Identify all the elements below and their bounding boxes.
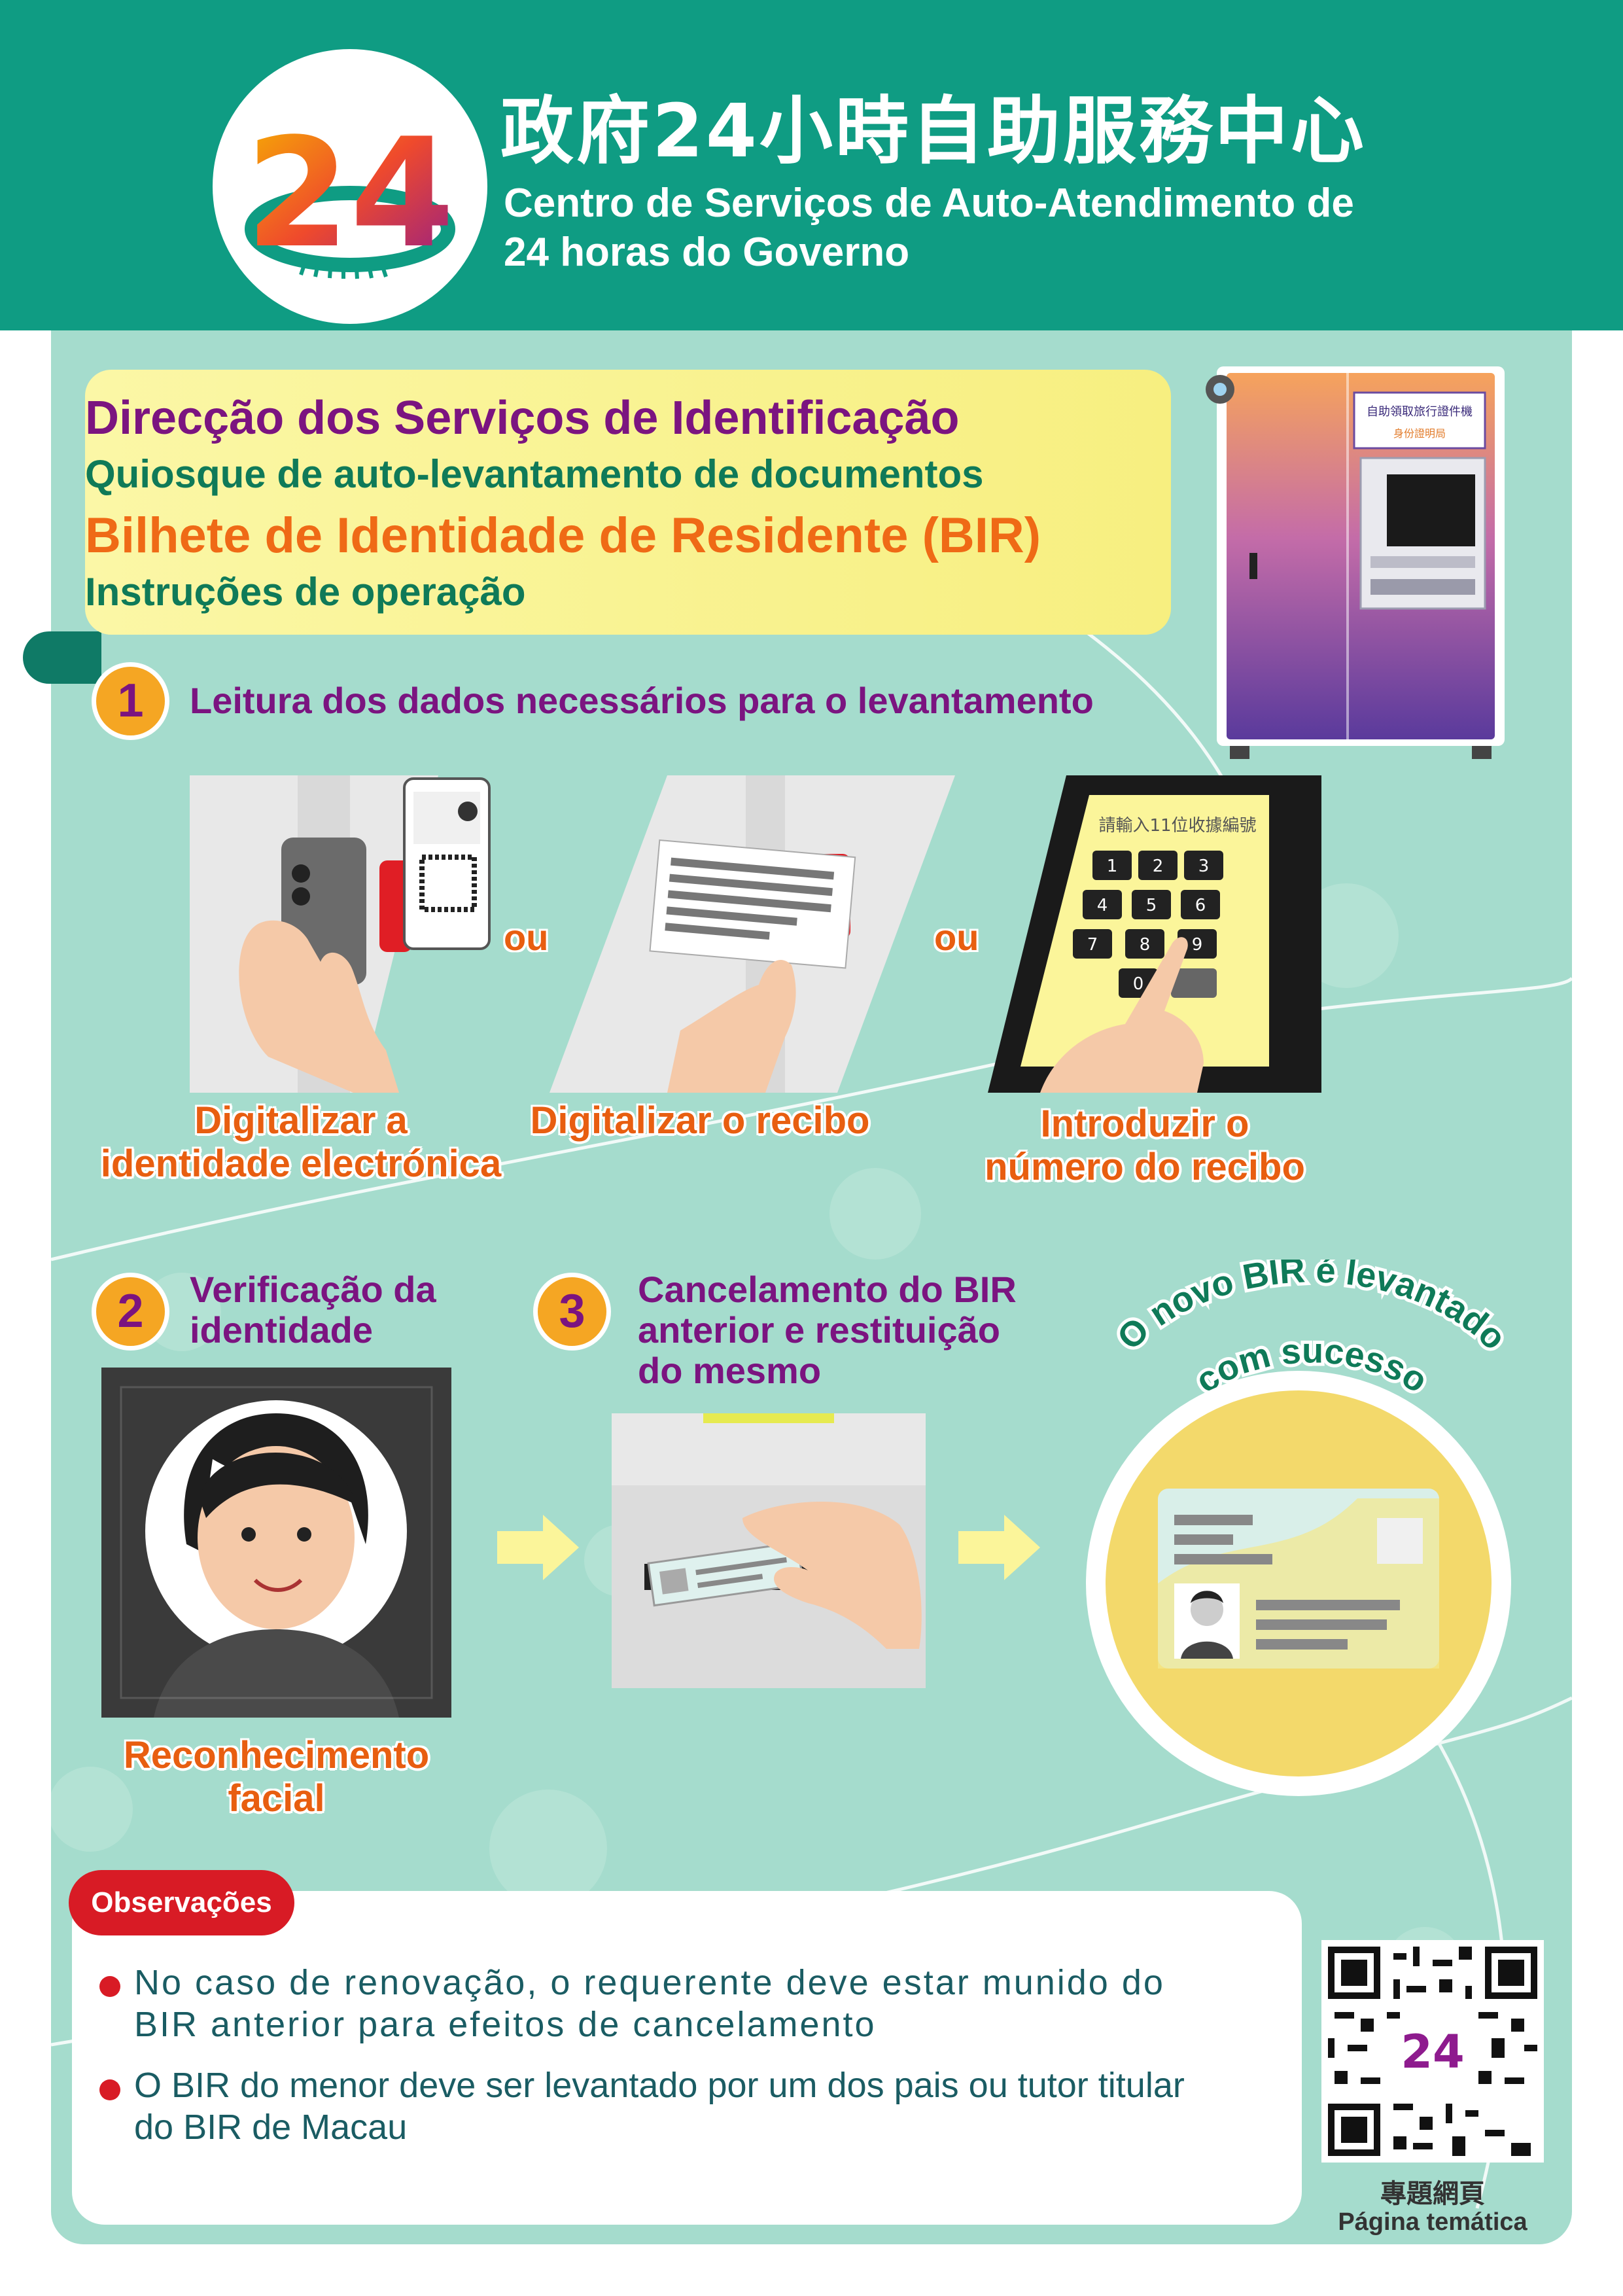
caption-enter-number-line1: Introduzir o — [1040, 1103, 1249, 1145]
note-item: O BIR do menor deve ser levantado por um… — [134, 2064, 1272, 2148]
caption-scan-eid-line1: Digitalizar a — [194, 1099, 408, 1142]
step2-label-line2: identidade — [190, 1309, 374, 1351]
kiosk-icon: 自助領取旅行證件機 身份證明局 — [1206, 366, 1505, 759]
note-item-line2: BIR anterior para efeitos de cancelament… — [134, 2005, 877, 2044]
caption-scan-receipt-line1: Digitalizar o recibo — [530, 1099, 870, 1142]
caption-scan-eid: Digitalizar a identidade electrónica — [85, 1099, 517, 1186]
or-label-2: ou — [934, 917, 979, 958]
bullet-icon — [99, 1976, 120, 1997]
note-item-line1: No caso de renovação, o requerente deve … — [134, 1963, 1165, 2002]
svg-text:8: 8 — [1140, 935, 1151, 955]
24-logo-icon: 24 — [245, 107, 455, 281]
step3-label: Cancelamento do BIR anterior e restituiç… — [638, 1269, 1017, 1391]
success-arc-text: O novo BIR é levantado com sucesso — [1083, 1247, 1541, 1430]
step2-label-line1: Verificação da — [190, 1269, 436, 1310]
card-slot-icon — [612, 1413, 926, 1688]
header-title-zh: 政府24小時自助服務中心 — [500, 89, 1367, 174]
step1-label: Leitura dos dados necessários para o lev… — [190, 680, 1094, 721]
svg-text:24: 24 — [245, 107, 455, 281]
step3-number: 3 — [533, 1273, 611, 1351]
step2-label: Verificação da identidade — [190, 1269, 436, 1351]
id-card-icon — [1086, 1371, 1511, 1796]
card-return-illustration — [612, 1413, 926, 1688]
success-title: O novo BIR é levantado com sucesso — [1106, 1247, 1516, 1404]
scan-receipt-illustration — [550, 775, 955, 1093]
svg-text:24: 24 — [1401, 2025, 1464, 2079]
instructions-title: Instruções de operação — [85, 570, 526, 614]
document-title: Bilhete de Identidade de Residente (BIR) — [85, 508, 1041, 563]
step3-label-line1: Cancelamento do BIR — [638, 1269, 1017, 1310]
caption-facial-line2: facial — [228, 1777, 325, 1820]
caption-scan-receipt: Digitalizar o recibo — [517, 1099, 883, 1142]
svg-text:4: 4 — [1097, 896, 1108, 915]
bullet-icon — [99, 2079, 120, 2100]
facial-recognition-illustration — [101, 1368, 451, 1718]
success-card-illustration — [1083, 1368, 1514, 1799]
title-box — [85, 370, 1171, 635]
svg-text:請輸入11位收據編號: 請輸入11位收據編號 — [1098, 816, 1256, 836]
arrow-right-icon — [958, 1515, 1040, 1580]
logo: 24 — [213, 49, 487, 324]
svg-text:6: 6 — [1195, 896, 1206, 915]
step2-number: 2 — [92, 1273, 169, 1351]
qr-label-zh: 專題網頁 — [1380, 2179, 1485, 2209]
svg-text:7: 7 — [1087, 935, 1098, 955]
notes-heading: Observações — [69, 1870, 294, 1935]
note-item-line1: O BIR do menor deve ser levantado por um… — [134, 2066, 1185, 2105]
svg-text:0: 0 — [1133, 974, 1144, 994]
kiosk-title: Quiosque de auto-levantamento de documen… — [85, 452, 984, 496]
step1-number: 1 — [92, 662, 169, 740]
caption-facial: Reconhecimento facial — [98, 1734, 455, 1820]
svg-text:3: 3 — [1198, 857, 1210, 876]
qr-label-pt: Página temática — [1338, 2208, 1527, 2236]
note-item: No caso de renovação, o requerente deve … — [134, 1962, 1272, 2045]
kiosk-illustration: 自助領取旅行證件機 身份證明局 — [1191, 353, 1531, 772]
phone-scan-icon — [190, 775, 497, 1093]
qr-code-icon: 24 — [1321, 1940, 1544, 2163]
caption-scan-eid-line2: identidade electrónica — [100, 1142, 502, 1185]
svg-text:自助領取旅行證件機: 自助領取旅行證件機 — [1367, 405, 1473, 419]
svg-text:2: 2 — [1153, 857, 1164, 876]
title-tab — [23, 631, 101, 684]
header-title-pt-line2: 24 horas do Governo — [504, 230, 910, 275]
step3-label-line3: do mesmo — [638, 1350, 822, 1391]
face-icon — [101, 1368, 451, 1718]
caption-facial-line1: Reconhecimento — [123, 1734, 430, 1776]
header-title-pt: Centro de Serviços de Auto-Atendimento d… — [504, 181, 1354, 226]
note-item-line2: do BIR de Macau — [134, 2108, 408, 2147]
svg-text:9: 9 — [1192, 935, 1203, 955]
step3-label-line2: anterior e restituição — [638, 1309, 1000, 1351]
arrow-right-icon — [497, 1515, 579, 1580]
keypad-icon: 請輸入11位收據編號 1 2 3 4 5 6 7 8 9 0 — [988, 775, 1321, 1093]
department-title: Direcção dos Serviços de Identificação — [85, 392, 960, 444]
notes-box — [72, 1891, 1302, 2225]
svg-text:1: 1 — [1107, 857, 1118, 876]
or-label-1: ou — [504, 917, 549, 958]
svg-text:身份證明局: 身份證明局 — [1393, 427, 1446, 440]
caption-enter-number: Introduzir o número do recibo — [949, 1103, 1341, 1189]
qr-code[interactable]: 24 — [1321, 1940, 1544, 2163]
svg-text:5: 5 — [1146, 896, 1157, 915]
caption-enter-number-line2: número do recibo — [985, 1146, 1305, 1188]
scan-eid-illustration — [190, 775, 497, 1093]
receipt-scan-icon — [550, 775, 955, 1093]
enter-number-illustration: 請輸入11位收據編號 1 2 3 4 5 6 7 8 9 0 — [988, 775, 1321, 1093]
